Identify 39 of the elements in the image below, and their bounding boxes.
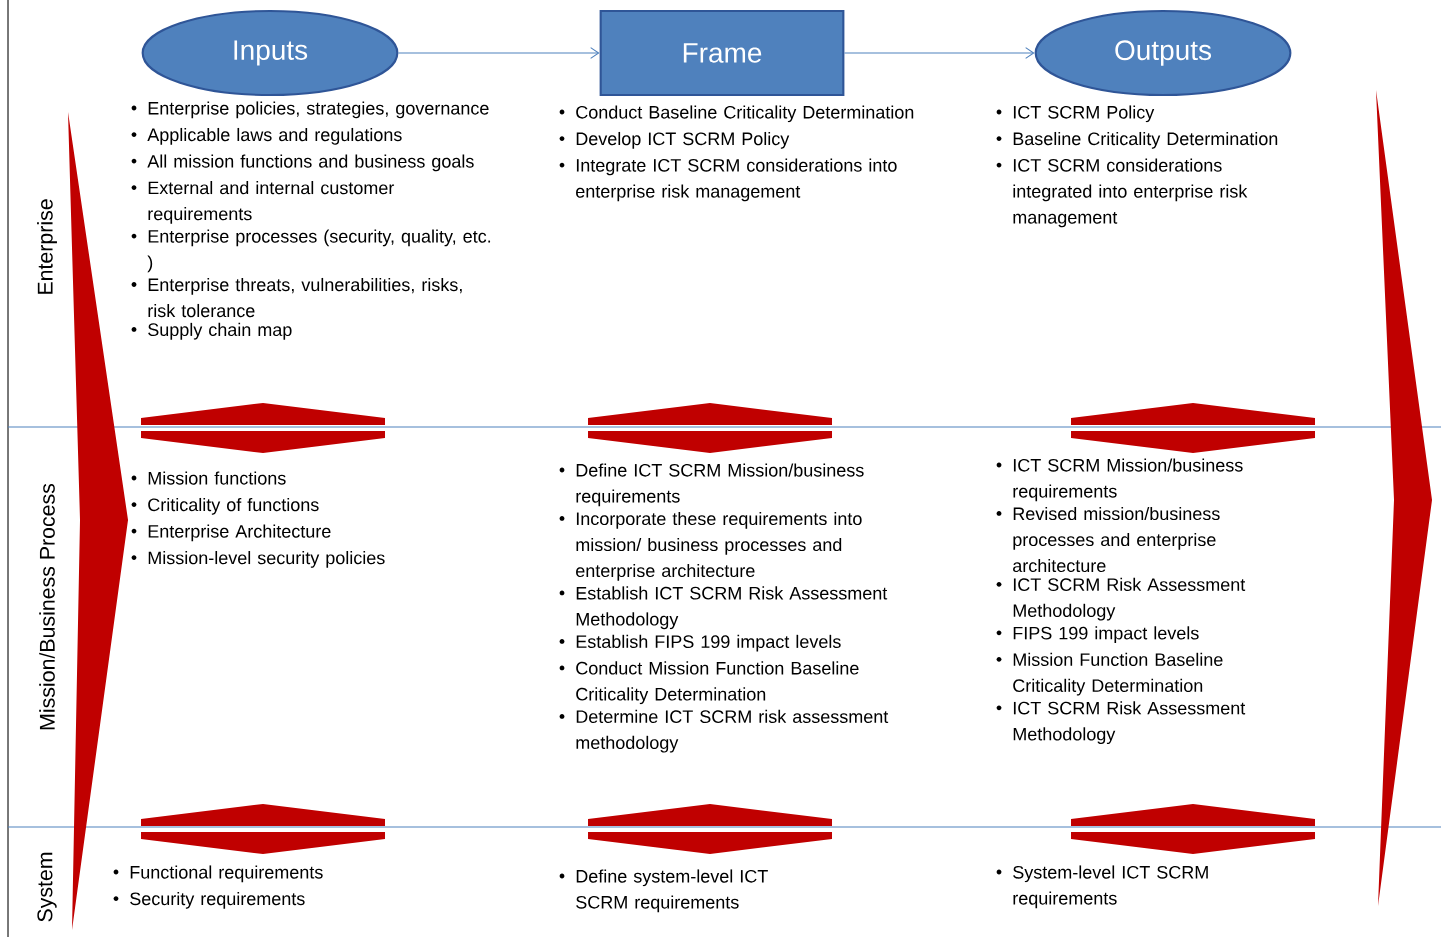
bullet-item: Enterprise threats, vulnerabilities, risks, risk tolerance xyxy=(131,277,462,318)
bullet-item: External and internal customer requirements xyxy=(131,181,395,224)
arrow xyxy=(397,47,600,59)
bullet-item: Applicable laws and regulations xyxy=(131,127,402,145)
bullet-item: ICT SCRM Mission/business requirements xyxy=(996,458,1243,502)
bullet-item: Criticality of functions xyxy=(131,497,319,515)
bullet-item: Enterprise policies, strategies, governance xyxy=(131,101,489,119)
bullet-item: Security requirements xyxy=(113,891,305,909)
bullet-item: Conduct Baseline Criticality Determination xyxy=(559,105,914,123)
bullet-item: Mission functions xyxy=(131,471,286,485)
arrow xyxy=(843,47,1035,59)
row-label: Mission/Business Process xyxy=(39,483,55,730)
bullet-item: All mission functions and business goals xyxy=(131,154,474,172)
bullet-item: ICT SCRM considerations integrated into enterprise risk management xyxy=(996,158,1248,228)
bullet-item: ICT SCRM Risk Assessment Methodology xyxy=(996,577,1246,621)
bullet-item: Mission-level security policies xyxy=(131,551,385,568)
process-box: Frame xyxy=(599,9,845,97)
bullet-item: Supply chain map xyxy=(131,322,292,340)
bullet-item: Conduct Mission Function Baseline Criticality Determination xyxy=(559,661,859,705)
bullet-item: Establish ICT SCRM Risk Assessment Methodology xyxy=(559,586,888,630)
bullet-item: Mission Function Baseline Criticality Determination xyxy=(996,652,1223,696)
bullet-item: Incorporate these requirements into mission/ business processes and enterprise architecture xyxy=(559,511,862,581)
bullet-item: Enterprise Architecture xyxy=(131,524,331,542)
bullet-item: Functional requirements xyxy=(113,865,323,883)
bullet-item: Define system-level ICT SCRM requirements xyxy=(559,869,768,913)
bullet-item: Establish FIPS 199 impact levels xyxy=(559,634,841,652)
bullet-item: Develop ICT SCRM Policy xyxy=(559,131,790,149)
bullet-item: Enterprise processes (security, quality, etc. ) xyxy=(131,229,491,273)
bullet-item: Integrate ICT SCRM considerations into enterprise risk management xyxy=(559,158,897,202)
bullet-item: Define ICT SCRM Mission/business requirements xyxy=(559,463,864,507)
row-label: Enterprise xyxy=(37,199,57,294)
bullet-item: ICT SCRM Policy xyxy=(996,105,1155,123)
row-label: System xyxy=(37,852,57,922)
bullet-item: FIPS 199 impact levels xyxy=(996,626,1199,644)
bullet-item: Baseline Criticality Determination xyxy=(996,131,1278,149)
bullet-item: Determine ICT SCRM risk assessment methodology xyxy=(559,709,889,753)
bullet-item: System-level ICT SCRM requirements xyxy=(996,865,1208,909)
bullet-item: ICT SCRM Risk Assessment Methodology xyxy=(996,701,1246,745)
bullet-item: Revised mission/business processes and enterprise architecture xyxy=(996,506,1220,573)
